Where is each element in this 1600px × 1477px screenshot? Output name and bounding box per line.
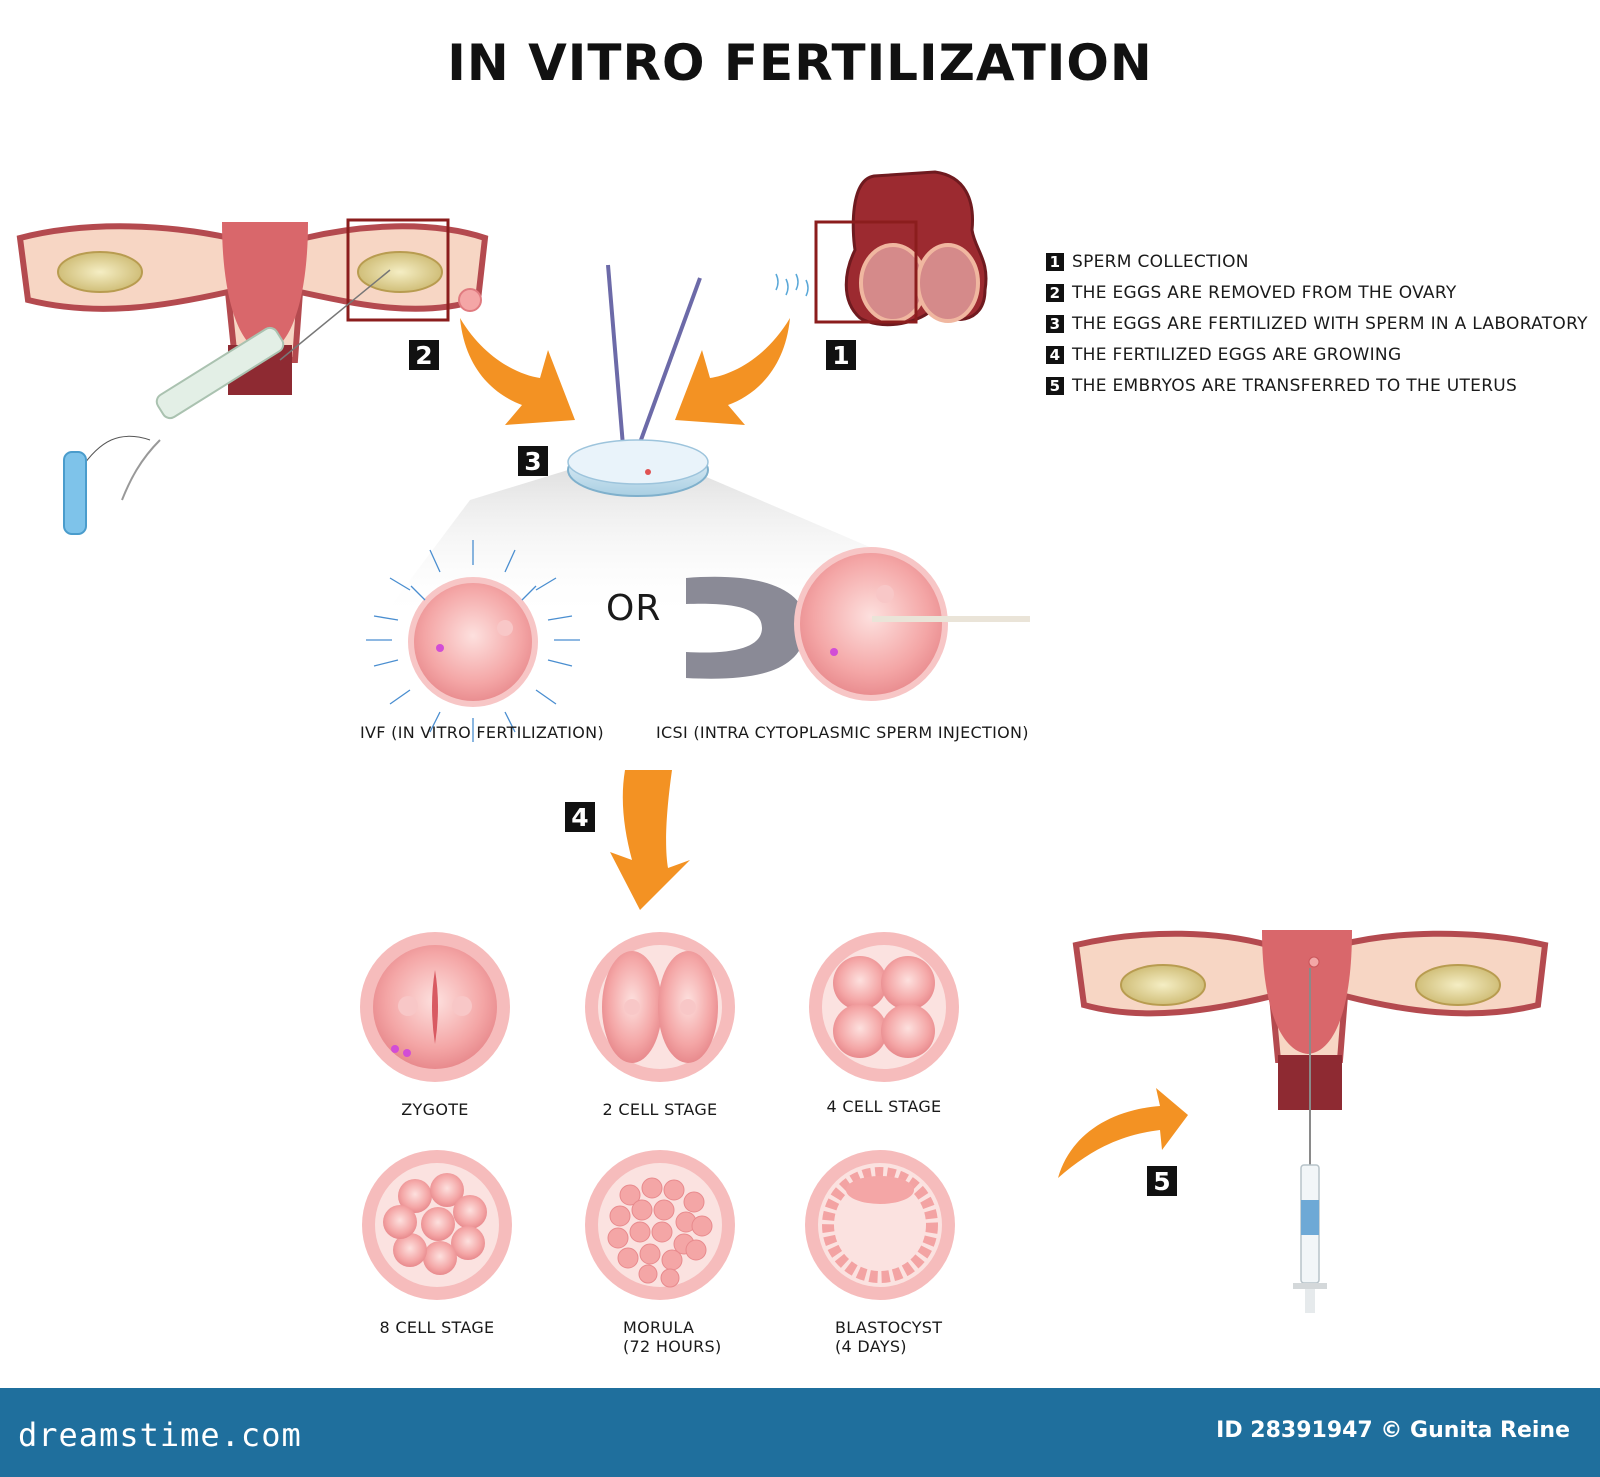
testes: [775, 170, 988, 327]
or-label: OR: [606, 588, 662, 629]
footer-bar: [0, 1388, 1600, 1477]
ovary-left: [57, 251, 143, 293]
step-badge-2: 2: [409, 340, 439, 370]
step-badge-3: 3: [518, 446, 548, 476]
legend-text: THE EMBRYOS ARE TRANSFERRED TO THE UTERU…: [1072, 375, 1518, 396]
legend-text: SPERM COLLECTION: [1072, 251, 1249, 272]
stage-label-2cell: 2 CELL STAGE: [602, 1100, 718, 1119]
legend-item-2: 2 THE EGGS ARE REMOVED FROM THE OVARY: [1046, 277, 1588, 308]
stage-label-8cell: 8 CELL STAGE: [379, 1318, 495, 1337]
legend-number: 5: [1046, 376, 1064, 395]
legend-item-3: 3 THE EGGS ARE FERTILIZED WITH SPERM IN …: [1046, 308, 1588, 339]
step-badge-4: 4: [565, 802, 595, 832]
legend-number: 3: [1046, 314, 1064, 333]
stage-4cell-art: [809, 932, 959, 1082]
stage-2cell-art: [585, 932, 735, 1082]
ivf-label: IVF (IN VITRO FERTILIZATION): [360, 723, 604, 742]
stage-label-4cell: 4 CELL STAGE: [826, 1097, 942, 1116]
sperm-cloud: [366, 540, 580, 742]
footer-brand: dreamstime.com: [18, 1416, 302, 1454]
stage-label-zygote: ZYGOTE: [401, 1100, 469, 1119]
arrow-step5: [1058, 1088, 1188, 1178]
step-badge-1: 1: [826, 340, 856, 370]
stage-blastocyst-art: [805, 1150, 955, 1300]
egg-icon: [458, 288, 482, 312]
legend-item-1: 1 SPERM COLLECTION: [1046, 246, 1588, 277]
legend-text: THE FERTILIZED EGGS ARE GROWING: [1072, 344, 1402, 365]
legend-text: THE EGGS ARE REMOVED FROM THE OVARY: [1072, 282, 1457, 303]
uterus-transfer: [1072, 930, 1549, 1313]
zoom-box-ovary: [346, 218, 450, 322]
legend-number: 1: [1046, 252, 1064, 271]
test-tube: [63, 451, 87, 535]
stage-label-blastocyst: BLASTOCYST (4 DAYS): [835, 1318, 942, 1356]
ovary-right: [357, 251, 443, 293]
stage-morula-art: [585, 1150, 735, 1300]
legend-number: 4: [1046, 345, 1064, 364]
arrow-step4: [610, 770, 690, 910]
icsi-setup: [686, 547, 1030, 701]
legend: 1 SPERM COLLECTION 2 THE EGGS ARE REMOVE…: [1046, 246, 1588, 401]
arrow-sperm-to-dish: [675, 318, 790, 425]
page-title: IN VITRO FERTILIZATION: [447, 34, 1153, 92]
step-badge-5: 5: [1147, 1166, 1177, 1196]
retrieval-syringe: [63, 269, 391, 535]
footer-image-id: ID 28391947 © Gunita Reine: [1216, 1418, 1570, 1443]
stage-label-morula-time: (72 HOURS): [623, 1337, 722, 1356]
legend-number: 2: [1046, 283, 1064, 302]
stage-zygote-art: [360, 932, 510, 1082]
arrow-eggs-to-dish: [460, 318, 575, 425]
uterus-retrieval: [16, 218, 489, 395]
zoom-box-testes: [814, 220, 918, 324]
legend-item-5: 5 THE EMBRYOS ARE TRANSFERRED TO THE UTE…: [1046, 370, 1588, 401]
stage-label-blastocyst-time: (4 DAYS): [835, 1337, 907, 1356]
stage-label-blastocyst-name: BLASTOCYST: [835, 1318, 943, 1337]
petri-dish: [380, 264, 900, 620]
ivf-egg: [408, 577, 538, 707]
legend-item-4: 4 THE FERTILIZED EGGS ARE GROWING: [1046, 339, 1588, 370]
legend-text: THE EGGS ARE FERTILIZED WITH SPERM IN A …: [1072, 313, 1588, 334]
stage-label-morula-name: MORULA: [623, 1318, 695, 1337]
icsi-label: ICSI (INTRA CYTOPLASMIC SPERM INJECTION): [656, 723, 1029, 742]
stage-8cell-art: [362, 1150, 512, 1300]
stage-label-morula: MORULA (72 HOURS): [623, 1318, 722, 1356]
